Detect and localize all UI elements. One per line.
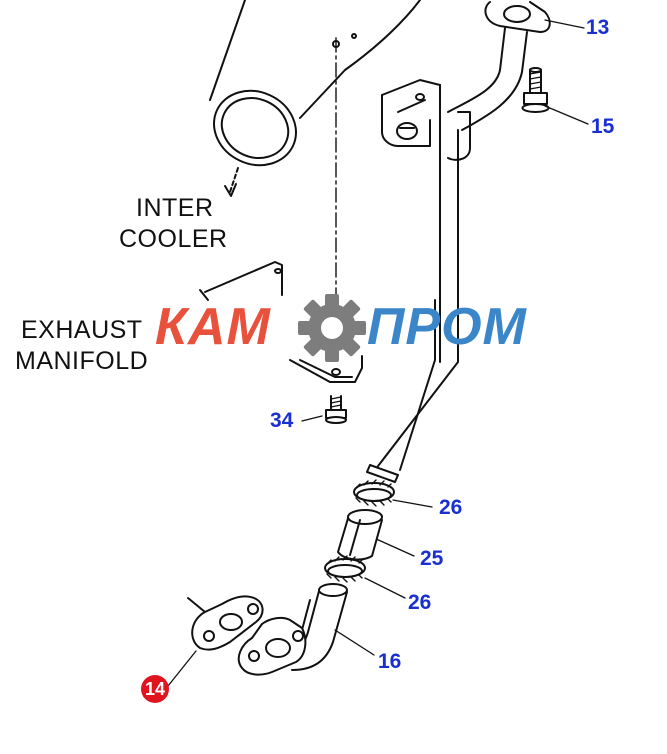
clamp-26-lower (324, 555, 366, 583)
leader-26a (392, 499, 433, 508)
logo-left-text: КАМ (155, 298, 271, 356)
callout-15: 15 (591, 115, 615, 138)
callout-34: 34 (270, 409, 294, 432)
clamp-26-upper (353, 479, 395, 507)
leader-26b (364, 577, 406, 599)
hose-25 (337, 509, 383, 561)
callout-14: 14 (144, 679, 166, 699)
inter-cooler-label-1: INTER (136, 194, 214, 222)
part-13-flange-tube (439, 1, 551, 301)
gasket-14 (187, 595, 264, 651)
callout-26-lower: 26 (408, 591, 432, 614)
exhaust-label-1: EXHAUST (21, 316, 143, 344)
leader-25 (373, 537, 415, 557)
callout-25: 25 (420, 547, 444, 570)
gear-icon (298, 294, 366, 362)
center-mark (332, 40, 340, 48)
bolt-15 (521, 67, 550, 113)
leader-14 (167, 650, 197, 687)
leader-16 (334, 629, 375, 656)
tube-flange (237, 616, 307, 676)
leader-13 (544, 19, 585, 29)
exhaust-label-2: MANIFOLD (15, 347, 149, 375)
intercooler-pipe (209, 0, 421, 197)
leader-34 (301, 415, 323, 422)
logo-right-text: ПРОМ (367, 298, 527, 356)
callout-13: 13 (586, 16, 610, 39)
bracket (381, 79, 471, 161)
inter-cooler-label-2: COOLER (119, 225, 228, 253)
bolt-34 (325, 395, 347, 424)
highlight-badge (141, 675, 169, 703)
callout-16: 16 (378, 650, 402, 673)
callout-26-upper: 26 (439, 496, 463, 519)
long-tube (366, 299, 459, 483)
exhaust-plate (199, 261, 363, 383)
leader-15 (544, 105, 589, 125)
